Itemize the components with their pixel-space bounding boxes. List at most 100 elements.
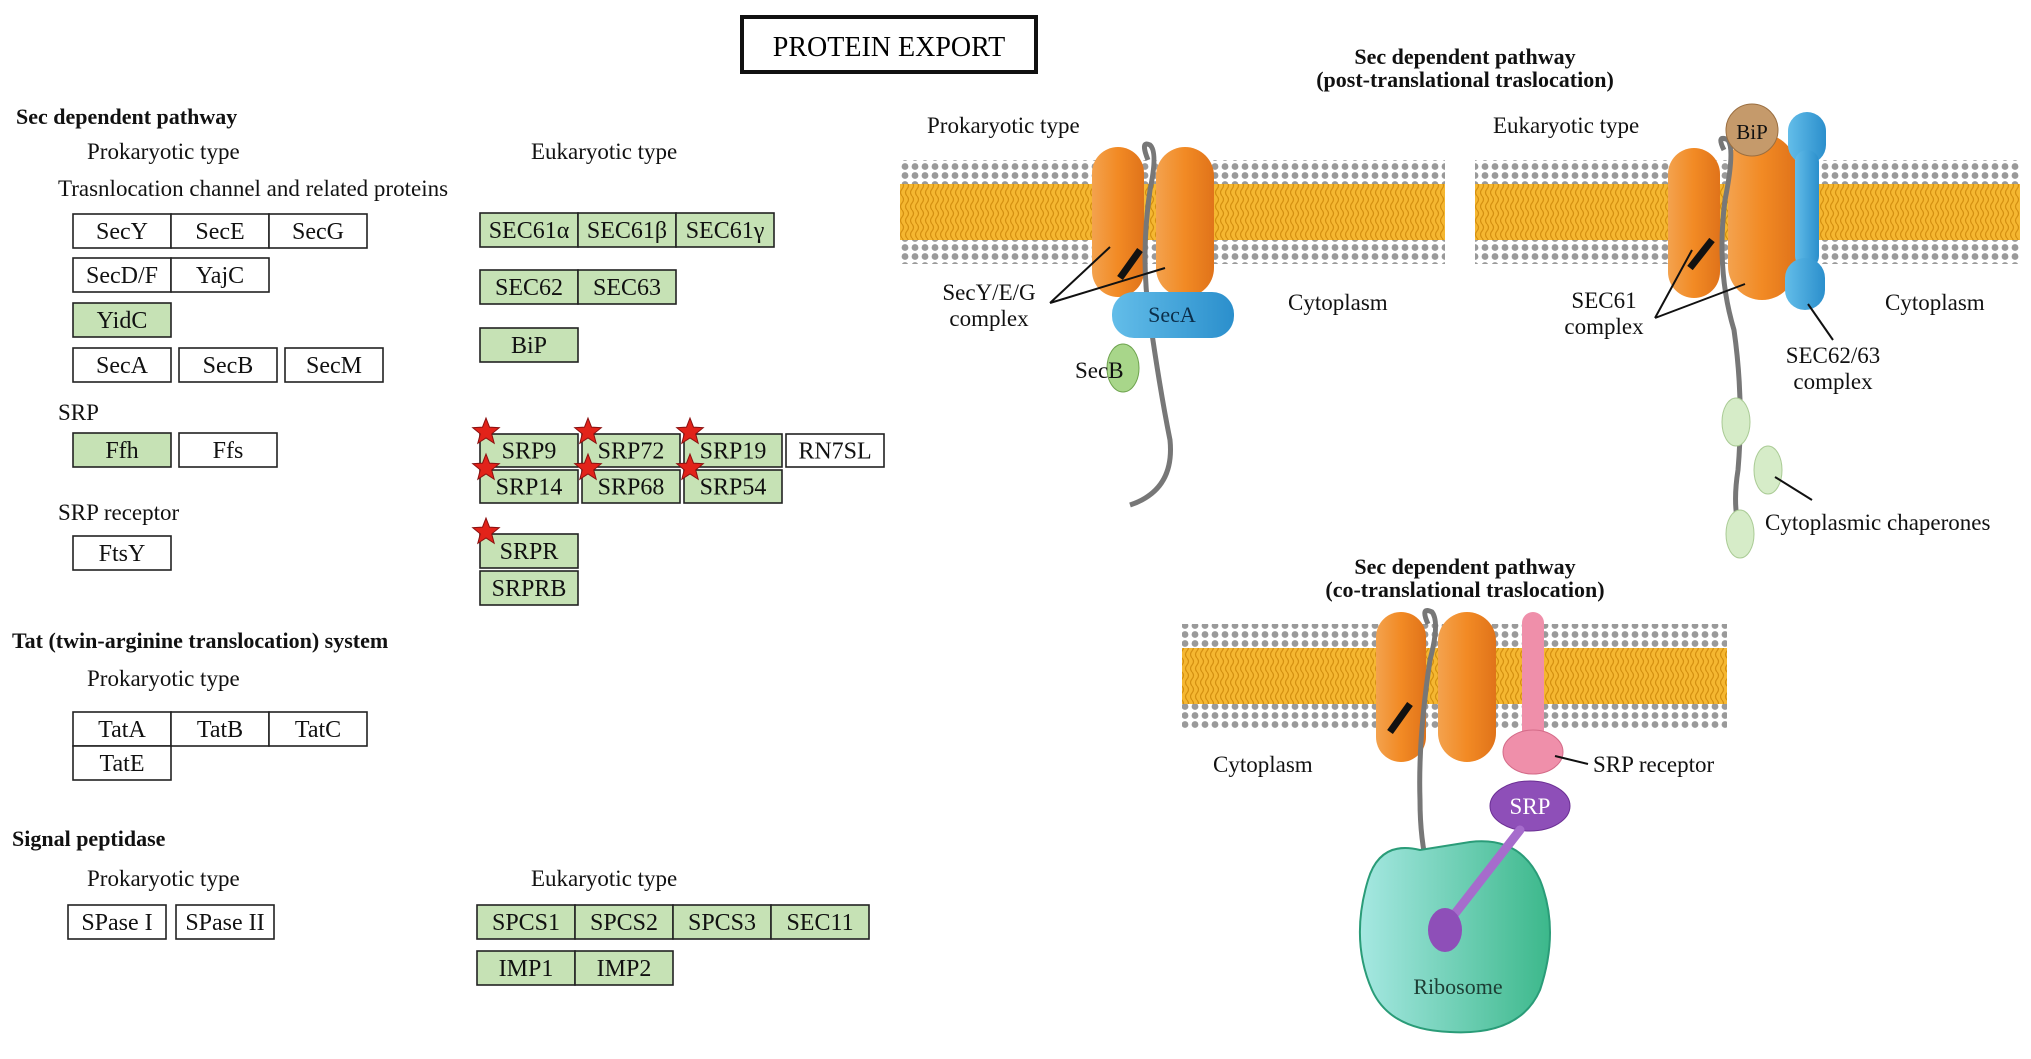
gene-label-ftsy: FtsY	[99, 541, 146, 567]
secyeg-label-2: complex	[949, 306, 1029, 331]
gene-box-ffh[interactable]	[72, 432, 172, 468]
gene-box-sec63[interactable]	[577, 269, 677, 305]
gene-label-yidc: YidC	[97, 308, 148, 334]
gene-box-spcs1[interactable]	[476, 904, 576, 940]
right-prokaryotic-label: Prokaryotic type	[927, 113, 1080, 138]
gene-box-srp68[interactable]	[581, 469, 681, 504]
gene-box-srpr[interactable]	[479, 533, 579, 569]
gene-label-srp9: SRP9	[502, 439, 557, 465]
gene-label-tatc: TatC	[295, 717, 341, 743]
gene-box-seca[interactable]	[72, 347, 172, 383]
tat-prokaryotic-label: Prokaryotic type	[87, 666, 240, 691]
gene-label-secb: SecB	[203, 353, 254, 379]
gene-label-bip: BiP	[511, 333, 547, 359]
co-title-line1: Sec dependent pathway	[1354, 554, 1575, 579]
gene-box-secm[interactable]	[284, 347, 384, 383]
gene-box-sec61-[interactable]	[479, 212, 579, 248]
gene-label-spcs1: SPCS1	[492, 910, 560, 936]
sec61-label-1: SEC61	[1571, 288, 1636, 313]
gene-label-srp54: SRP54	[700, 475, 767, 501]
gene-box-srp9[interactable]	[479, 433, 579, 468]
gene-box-spcs2[interactable]	[574, 904, 674, 940]
gene-label-tatb: TatB	[197, 717, 243, 743]
gene-box-yidc[interactable]	[72, 302, 172, 338]
gene-box-spase-i[interactable]	[67, 904, 167, 940]
gene-box-sec11[interactable]	[770, 904, 870, 940]
page-title: PROTEIN EXPORT	[773, 32, 1005, 63]
post-title-line1: Sec dependent pathway	[1354, 44, 1575, 69]
sec61-pointer	[1654, 249, 1746, 319]
gene-box-ftsy[interactable]	[72, 535, 172, 571]
star-icon	[573, 416, 603, 445]
gene-box-ffs[interactable]	[178, 432, 278, 468]
star-icon	[471, 416, 501, 445]
gene-box-sec61-[interactable]	[577, 212, 677, 248]
prokaryotic-label: Prokaryotic type	[87, 139, 240, 164]
signal-peptidase-header: Signal peptidase	[12, 826, 166, 851]
gene-label-secy: SecY	[96, 219, 148, 245]
gene-label-srp72: SRP72	[598, 439, 665, 465]
cytoplasm-label-co: Cytoplasm	[1213, 752, 1313, 777]
star-icon	[471, 516, 501, 545]
gene-box-secb[interactable]	[178, 347, 278, 383]
gene-label-sece: SecE	[195, 219, 244, 245]
sec6263-pointer	[1807, 303, 1834, 341]
gene-box-yajc[interactable]	[170, 257, 270, 293]
cytoplasm-label-prok: Cytoplasm	[1288, 290, 1388, 315]
co-title-line2: (co-translational traslocation)	[1325, 577, 1604, 602]
cytoplasm-label-euk: Cytoplasm	[1885, 290, 1985, 315]
star-icon	[675, 452, 705, 481]
gene-box-secg[interactable]	[268, 213, 368, 249]
gene-label-sec61-: SEC61α	[489, 218, 570, 244]
post-title-line2: (post-translational traslocation)	[1316, 67, 1614, 92]
gene-box-imp1[interactable]	[476, 950, 576, 986]
gene-box-rn7sl[interactable]	[785, 433, 885, 468]
gene-box-srp54[interactable]	[683, 469, 783, 504]
sp-prokaryotic-label: Prokaryotic type	[87, 866, 240, 891]
gene-box-tatb[interactable]	[170, 711, 270, 747]
gene-box-tata[interactable]	[72, 711, 172, 747]
gene-label-secg: SecG	[292, 219, 344, 245]
srp-label-right: SRP	[1510, 794, 1551, 819]
gene-label-spcs2: SPCS2	[590, 910, 658, 936]
gene-box-tatc[interactable]	[268, 711, 368, 747]
secb-label: SecB	[1075, 358, 1124, 383]
gene-label-spase-ii: SPase II	[185, 910, 264, 936]
bip-label: BiP	[1736, 120, 1768, 144]
cytoplasmic-chaperones	[1721, 397, 1783, 559]
sec61-channel	[1668, 134, 1796, 552]
gene-label-imp1: IMP1	[499, 956, 554, 982]
sec61-label-2: complex	[1564, 314, 1644, 339]
gene-box-secy[interactable]	[72, 213, 172, 249]
gene-box-sec62[interactable]	[479, 269, 579, 305]
gene-label-rn7sl: RN7SL	[798, 439, 871, 465]
secb-protein	[1106, 343, 1140, 393]
ribosome-label: Ribosome	[1413, 974, 1502, 999]
gene-box-srp19[interactable]	[683, 433, 783, 468]
gene-box-spcs3[interactable]	[672, 904, 772, 940]
gene-label-srp19: SRP19	[700, 439, 767, 465]
gene-box-sece[interactable]	[170, 213, 270, 249]
gene-label-spcs3: SPCS3	[688, 910, 756, 936]
tat-header: Tat (twin-arginine translocation) system	[12, 628, 388, 653]
gene-box-bip[interactable]	[479, 327, 579, 363]
star-icon	[675, 416, 705, 445]
gene-label-secd-f: SecD/F	[86, 263, 158, 289]
gene-box-srprb[interactable]	[479, 570, 579, 606]
secyeg-label-1: SecY/E/G	[942, 280, 1035, 305]
gene-box-sec61-[interactable]	[675, 212, 775, 248]
eukaryotic-label: Eukaryotic type	[531, 139, 677, 164]
gene-label-sec61-: SEC61β	[587, 218, 667, 244]
gene-box-secd-f[interactable]	[72, 257, 172, 293]
gene-box-srp72[interactable]	[581, 433, 681, 468]
gene-box-spase-ii[interactable]	[175, 904, 275, 940]
gene-box-srp14[interactable]	[479, 469, 579, 504]
gene-label-sec11: SEC11	[786, 910, 853, 936]
chaperones-pointer	[1774, 476, 1813, 501]
sp-eukaryotic-label: Eukaryotic type	[531, 866, 677, 891]
gene-box-imp2[interactable]	[574, 950, 674, 986]
gene-box-tate[interactable]	[72, 745, 172, 781]
